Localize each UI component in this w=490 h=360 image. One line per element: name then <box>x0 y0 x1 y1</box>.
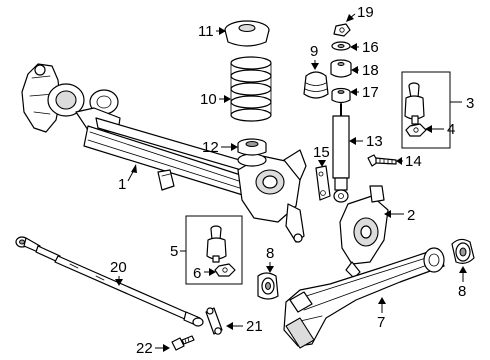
front-axle-assembly <box>21 63 307 243</box>
control-arm-bushing-left <box>257 272 279 300</box>
callout-21: 21 <box>246 318 263 335</box>
upper-spring-isolator <box>224 20 270 47</box>
callout-16: 16 <box>362 39 379 56</box>
lower-control-arm <box>283 247 445 349</box>
control-arm-bushing-right <box>451 238 475 264</box>
stabilizer-link <box>205 307 223 335</box>
jounce-bumper <box>303 71 329 99</box>
upper-ball-joint-nut <box>405 123 427 137</box>
callout-8-right: 8 <box>458 283 466 300</box>
shock-nut-top <box>333 23 351 37</box>
lower-spring-isolator <box>237 138 267 156</box>
callout-1: 1 <box>118 176 126 193</box>
callout-2: 2 <box>407 207 415 224</box>
callout-4: 4 <box>447 121 455 138</box>
track-bar-bolt <box>171 335 195 351</box>
callout-6: 6 <box>193 265 201 282</box>
callout-3: 3 <box>466 95 474 112</box>
track-bar <box>15 236 204 327</box>
ball-joint-box-lower <box>185 215 243 285</box>
callout-8-left: 8 <box>266 245 274 262</box>
callout-13: 13 <box>366 133 383 150</box>
callout-12: 12 <box>202 139 219 156</box>
callout-5: 5 <box>170 243 178 260</box>
lower-ball-joint-nut <box>214 263 236 277</box>
callout-15: 15 <box>313 144 330 161</box>
callout-10: 10 <box>200 91 217 108</box>
callout-9: 9 <box>310 43 318 60</box>
shock-bracket <box>315 165 331 201</box>
ball-joint-box-upper <box>401 71 451 149</box>
callout-19: 19 <box>357 4 374 21</box>
shock-upper-bushing <box>330 59 352 78</box>
callout-22: 22 <box>136 340 153 357</box>
callout-11: 11 <box>198 23 214 40</box>
callout-17: 17 <box>362 84 379 101</box>
callout-18: 18 <box>362 62 379 79</box>
shock-lower-bushing <box>331 87 351 104</box>
lower-ball-joint <box>206 225 227 263</box>
coil-spring <box>230 56 272 122</box>
callout-20: 20 <box>110 259 127 276</box>
callout-7: 7 <box>377 314 385 331</box>
shock-mount-bolt <box>367 154 397 167</box>
upper-ball-joint <box>404 82 425 125</box>
shock-washer <box>331 41 351 51</box>
steering-knuckle <box>339 185 389 279</box>
shock-absorber <box>332 103 350 203</box>
callout-14: 14 <box>405 153 422 170</box>
